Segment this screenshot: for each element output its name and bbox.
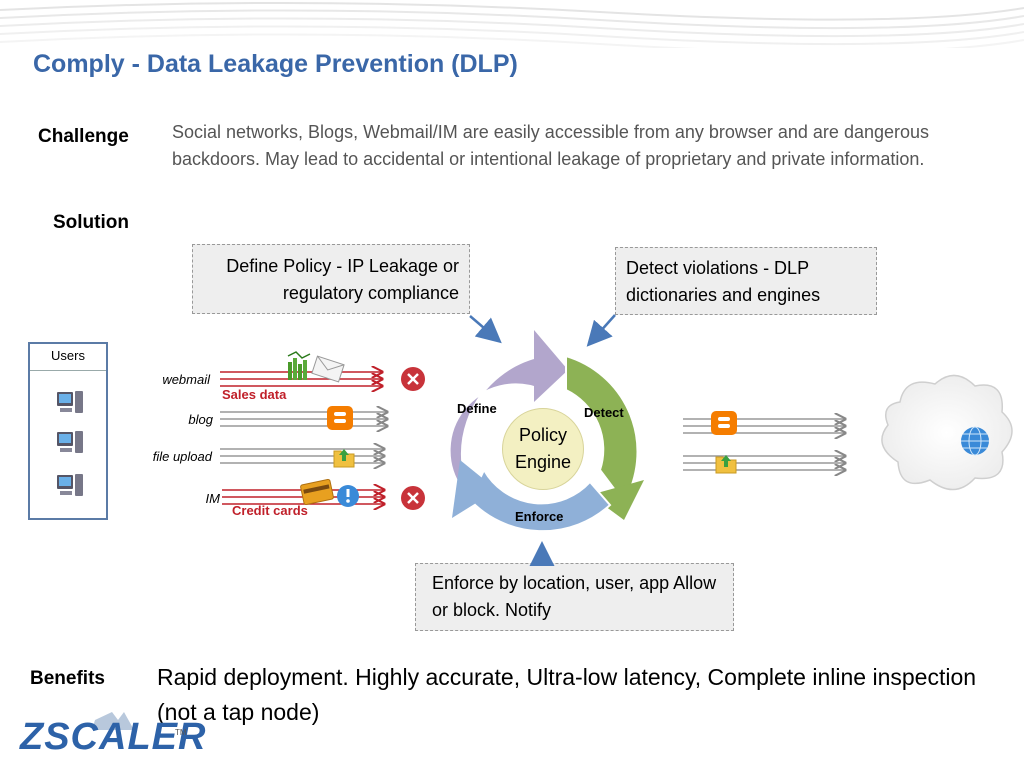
globe-icon [961,426,989,456]
block-icon [401,486,425,510]
blog-flow-arrows [220,412,387,426]
challenge-label: Challenge [38,126,129,147]
policy-engine-label: Policy Engine [514,425,572,472]
detect-arrowhead [590,480,644,520]
trademark-mark: TM [175,728,187,737]
credit-cards-label: Credit cards [232,503,308,518]
cloud-icon [881,374,1013,491]
folder-upload-icon [333,449,355,468]
blog-label: blog [188,412,213,427]
users-panel [28,342,108,520]
enforce-callout: Enforce by location, user, app Allow or … [415,563,734,631]
file-upload-label: file upload [152,449,212,464]
info-icon [337,485,359,507]
define-arrowhead [534,330,568,402]
computer-icon [57,474,83,496]
challenge-text: Social networks, Blogs, Webmail/IM are e… [172,122,930,169]
solution-label: Solution [53,212,129,233]
benefits-label: Benefits [30,668,105,689]
computer-icon [57,391,83,413]
chart-envelope-icon [287,351,345,383]
detect-stage-label: Detect [584,405,624,420]
im-label: IM [205,491,220,506]
zscaler-logo: ZSCALER [20,716,207,758]
file-upload-flow-arrows [220,449,384,463]
define-pointer-arrow [469,315,502,344]
policy-engine-hub: Policy Engine [502,408,584,490]
block-icon [401,367,425,391]
define-policy-callout: Define Policy - IP Leakage or regulatory… [192,244,470,314]
webmail-label: webmail [162,372,210,387]
page-title: Comply - Data Leakage Prevention (DLP) [33,50,518,78]
credit-card-icon [300,478,334,506]
define-stage-label: Define [457,401,497,416]
blogger-icon [327,406,353,430]
policy-cycle [448,330,644,533]
enforce-stage-label: Enforce [515,509,564,524]
benefits-text: Rapid deployment. Highly accurate, Ultra… [157,664,977,725]
zscaler-logo-mark [92,712,134,730]
sales-data-label: Sales data [222,387,287,402]
computer-icon [57,431,83,453]
folder-upload-icon [715,455,737,474]
detect-pointer-arrow [586,314,616,347]
enforce-arrowhead [452,460,497,518]
blogger-icon [711,411,737,435]
detect-violations-callout: Detect violations - DLP dictionaries and… [615,247,877,315]
header-pattern [0,1,1024,48]
outbound-flow-arrows [683,419,845,470]
users-label: Users [30,344,106,371]
enforce-segment [468,467,612,533]
